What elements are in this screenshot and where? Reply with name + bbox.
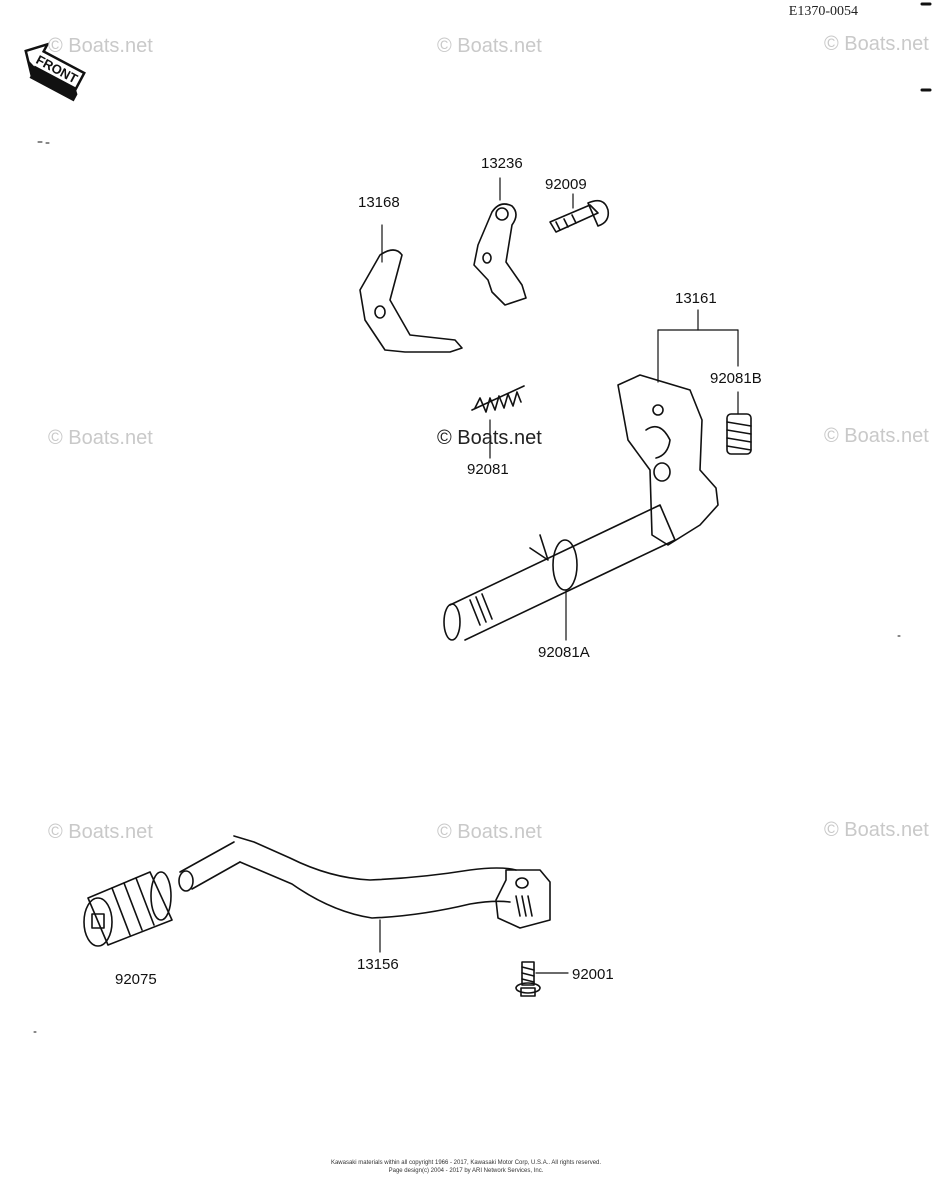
watermark: © Boats.net	[824, 33, 929, 55]
part-label-92009: 92009	[545, 176, 587, 193]
part-label-92081B: 92081B	[710, 370, 762, 387]
rubber-grip-92075	[83, 871, 173, 947]
part-label-13168: 13168	[358, 194, 400, 211]
part-label-92001: 92001	[572, 966, 614, 983]
shift-shaft-13161	[443, 309, 739, 641]
part-label-13156: 13156	[357, 956, 399, 973]
copyright-line-1: Kawasaki materials within all copyright …	[330, 1160, 602, 1166]
arm-13236	[473, 177, 527, 306]
part-label-13236: 13236	[481, 155, 523, 172]
watermark: © Boats.net	[48, 35, 153, 57]
part-label-92081A: 92081A	[538, 644, 590, 661]
part-label-92081: 92081	[467, 461, 509, 478]
watermark: © Boats.net	[824, 819, 929, 841]
watermark: © Boats.net	[437, 35, 542, 57]
spring-92081B	[726, 391, 752, 455]
bracket-13168	[359, 224, 463, 353]
part-label-92075: 92075	[115, 971, 157, 988]
watermark: © Boats.net	[48, 427, 153, 449]
front-arrow-icon: FRONT	[24, 42, 86, 102]
spring-92081	[471, 385, 525, 459]
watermark: © Boats.net	[437, 427, 542, 449]
watermark: © Boats.net	[437, 821, 542, 843]
part-label-13161: 13161	[675, 290, 717, 307]
screw-92009	[549, 193, 610, 233]
bolt-92001	[515, 961, 569, 997]
reference-code: E1370-0054	[788, 4, 858, 19]
shift-lever-13156	[178, 835, 551, 953]
watermark: © Boats.net	[824, 425, 929, 447]
watermark: © Boats.net	[48, 821, 153, 843]
copyright-line-2: Page design(c) 2004 - 2017 by ARI Networ…	[388, 1168, 544, 1174]
